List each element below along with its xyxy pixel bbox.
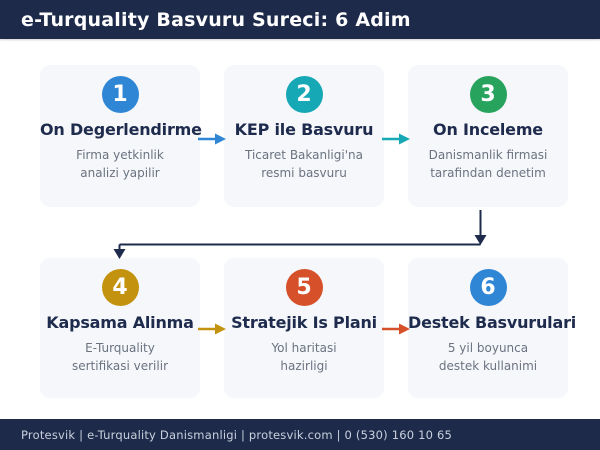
step-description-line2: destek kullanimi xyxy=(438,359,538,373)
step-card-2: 2 KEP ile Basvuru Ticaret Bakanligi'na re… xyxy=(224,65,384,207)
step-description: Ticaret Bakanligi'na resmi basvuru xyxy=(224,146,384,182)
step-number-badge: 4 xyxy=(101,269,139,306)
step-description-line1: E-Turquality xyxy=(85,341,155,355)
step-description: Yol haritasi hazirligi xyxy=(224,339,384,375)
right-arrow-icon xyxy=(382,133,410,145)
step-description-line1: 5 yil boyunca xyxy=(447,341,529,355)
step-description-line2: sertifikasi verilir xyxy=(71,359,168,373)
step-description-line2: hazirligi xyxy=(280,359,328,373)
page-title: e-Turquality Basvuru Sureci: 6 Adim xyxy=(21,8,411,31)
step-title: On Degerlendirme xyxy=(40,120,202,139)
step-title: Stratejik Is Plani xyxy=(231,313,377,332)
step-description: E-Turquality sertifikasi verilir xyxy=(40,339,200,375)
step-description-line2: resmi basvuru xyxy=(261,166,347,180)
step-number-badge: 5 xyxy=(285,269,323,306)
step-card-5: 5 Stratejik Is Plani Yol haritasi hazirli… xyxy=(224,258,384,398)
step-number-badge: 6 xyxy=(469,269,507,306)
step-description-line1: Ticaret Bakanligi'na xyxy=(245,148,363,162)
step-title: On Inceleme xyxy=(433,120,543,139)
step-number-badge: 2 xyxy=(285,76,323,113)
step-card-1: 1 On Degerlendirme Firma yetkinlik analiz… xyxy=(40,65,202,207)
step-description-line2: analizi yapilir xyxy=(80,166,160,180)
right-arrow-icon xyxy=(382,323,410,335)
step-description-line1: Danismanlik firmasi xyxy=(428,148,548,162)
footer-contact-text: Protesvik | e-Turquality Danismanligi | … xyxy=(21,427,453,442)
step-title: Kapsama Alinma xyxy=(46,313,194,332)
step-description: Danismanlik firmasi tarafindan denetim xyxy=(408,146,568,182)
step-title: KEP ile Basvuru xyxy=(234,120,374,139)
step-title: Destek Basvurulari xyxy=(408,313,577,332)
step-description: Firma yetkinlik analizi yapilir xyxy=(40,146,200,182)
right-arrow-icon xyxy=(198,323,226,335)
step-card-6: 6 Destek Basvurulari 5 yil boyunca destek… xyxy=(408,258,577,398)
step-card-3: 3 On Inceleme Danismanlik firmasi tarafin… xyxy=(408,65,568,207)
step-description-line1: Yol haritasi xyxy=(271,341,337,355)
header-bar: e-Turquality Basvuru Sureci: 6 Adim xyxy=(0,0,600,39)
step-card-4: 4 Kapsama Alinma E-Turquality sertifikasi… xyxy=(40,258,200,398)
step-description-line2: tarafindan denetim xyxy=(430,166,546,180)
step-number-badge: 3 xyxy=(469,76,507,113)
step-description: 5 yil boyunca destek kullanimi xyxy=(408,339,568,375)
right-arrow-icon xyxy=(198,133,226,145)
footer-bar: Protesvik | e-Turquality Danismanligi | … xyxy=(0,419,600,450)
step-number-badge: 1 xyxy=(101,76,139,113)
step-description-line1: Firma yetkinlik xyxy=(76,148,164,162)
